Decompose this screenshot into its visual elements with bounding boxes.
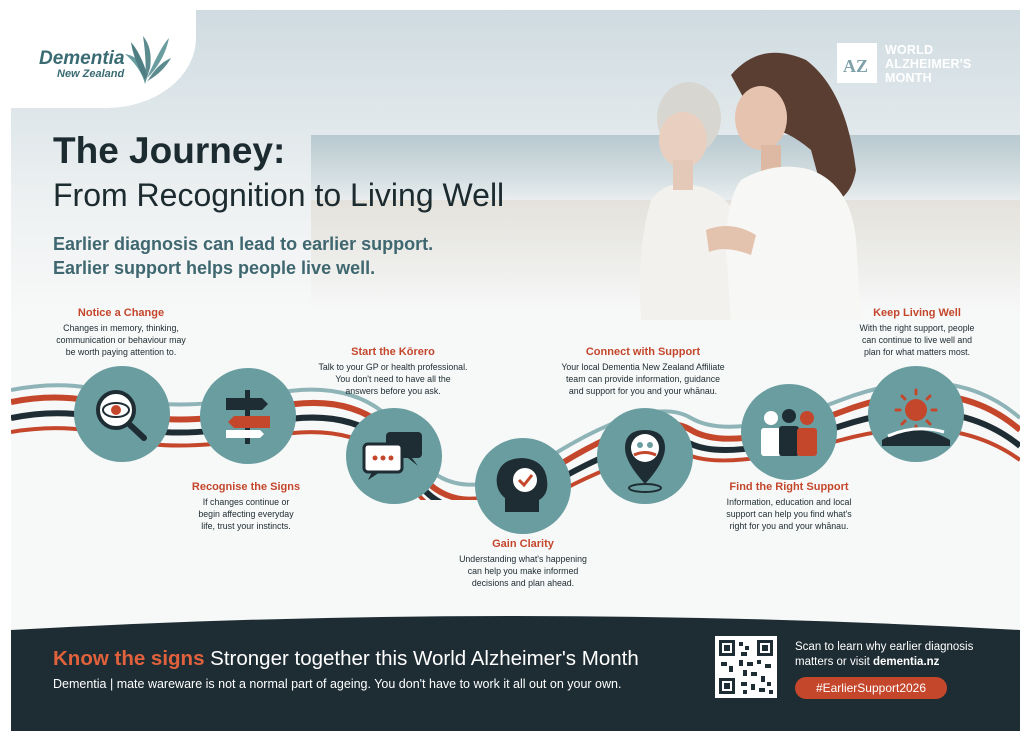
step-clarity: Gain Clarity Understanding what's happen… <box>441 538 605 589</box>
logo-text: Dementia <box>39 48 125 69</box>
step-find-support: Find the Right Support Information, educ… <box>707 481 871 532</box>
step-desc-line: Talk to your GP or health professional. <box>318 362 468 372</box>
step-circle-recognise <box>200 368 296 464</box>
step-desc-line: can continue to live well and <box>861 335 973 345</box>
scan-line2: matters or visit <box>795 656 873 668</box>
hashtag-badge: #EarlierSupport2026 <box>795 677 947 699</box>
step-desc-line: With the right support, people <box>859 323 975 333</box>
step-recognise: Recognise the Signs If changes continue … <box>171 481 321 532</box>
qr-code[interactable] <box>715 636 777 698</box>
speech-bubbles-icon <box>362 432 422 480</box>
tagline: Earlier diagnosis can lead to earlier su… <box>53 232 433 280</box>
step-title: Start the Kōrero <box>351 346 435 358</box>
scan-text: Scan to learn why earlier diagnosis matt… <box>795 640 973 670</box>
footer-message: Dementia | mate wareware is not a normal… <box>53 677 622 691</box>
step-desc-line: Your local Dementia New Zealand Affiliat… <box>561 362 725 372</box>
logo-subtext: New Zealand <box>57 68 125 80</box>
az-logo-icon: AZ <box>837 43 877 83</box>
step-title: Keep Living Well <box>873 307 961 319</box>
step-circle-korero <box>346 408 442 504</box>
wam-line2: ALZHEIMER'S <box>885 57 972 71</box>
website-link[interactable]: dementia.nz <box>872 656 940 668</box>
step-desc-line: communication or behaviour may <box>56 335 186 345</box>
step-desc-line: and support for you and your whānau. <box>568 386 718 396</box>
step-title: Gain Clarity <box>492 538 554 550</box>
footer-headline-rest: Stronger together this World Alzheimer's… <box>204 647 639 670</box>
step-desc-line: Changes in memory, thinking, <box>63 323 179 333</box>
step-notice: Notice a Change Changes in memory, think… <box>41 307 201 358</box>
know-the-signs: Know the signs <box>53 647 205 670</box>
sunrise-icon <box>882 388 950 446</box>
step-circle-find-support <box>741 384 837 480</box>
step-desc-line: You don't need to have all the <box>335 374 451 384</box>
step-desc-line: be worth paying attention to. <box>65 347 177 357</box>
scan-line1: Scan to learn why earlier diagnosis <box>795 641 974 653</box>
step-circle-connect <box>597 408 693 504</box>
location-pin-people-icon <box>625 430 665 493</box>
step-desc-line: team can provide information, guidance <box>565 374 721 384</box>
step-desc-line: answers before you ask. <box>345 386 441 396</box>
step-title: Connect with Support <box>585 346 701 358</box>
step-circle-keep-living <box>868 366 964 462</box>
hero-photo-women <box>639 52 861 320</box>
tagline-line1: Earlier diagnosis can lead to earlier su… <box>53 234 434 254</box>
eye-magnifier-icon <box>96 390 147 441</box>
step-circle-notice <box>74 366 170 462</box>
footer-headline: Know the signs Stronger together this Wo… <box>53 647 639 671</box>
signpost-icon <box>226 390 270 444</box>
people-group-icon <box>761 409 817 456</box>
step-circle-clarity <box>475 438 571 534</box>
head-check-icon <box>496 458 548 512</box>
page-title: The Journey: <box>53 130 286 171</box>
page-subtitle: From Recognition to Living Well <box>53 177 505 213</box>
step-desc-line: If changes continue or <box>202 497 290 507</box>
step-desc-line: right for you and your whānau. <box>729 521 849 531</box>
wam-line1: WORLD <box>885 43 934 57</box>
step-desc-line: Information, education and local <box>726 497 852 507</box>
step-title: Recognise the Signs <box>191 481 301 493</box>
step-connect: Connect with Support Your local Dementia… <box>545 346 741 397</box>
wam-line3: MONTH <box>885 71 932 85</box>
leaf-logo-icon <box>125 36 171 84</box>
step-desc-line: can help you make informed <box>467 566 579 576</box>
step-desc-line: decisions and plan ahead. <box>471 578 575 588</box>
step-desc-line: plan for what matters most. <box>863 347 971 357</box>
step-desc-line: support can help you find what's <box>726 509 852 519</box>
step-title: Notice a Change <box>77 307 165 319</box>
poster: Dementia New Zealand AZ WORLD ALZHEIMER'… <box>11 10 1020 731</box>
step-desc-line: begin affecting everyday <box>198 509 294 519</box>
step-korero: Start the Kōrero Talk to your GP or heal… <box>303 346 483 397</box>
step-keep-living: Keep Living Well With the right support,… <box>839 307 995 358</box>
step-desc-line: life, trust your instincts. <box>201 521 291 531</box>
step-desc-line: Understanding what's happening <box>459 554 587 564</box>
tagline-line2: Earlier support helps people live well. <box>53 258 376 278</box>
step-title: Find the Right Support <box>729 481 849 493</box>
world-alzheimers-month-logo: AZ WORLD ALZHEIMER'S MONTH <box>837 43 997 85</box>
